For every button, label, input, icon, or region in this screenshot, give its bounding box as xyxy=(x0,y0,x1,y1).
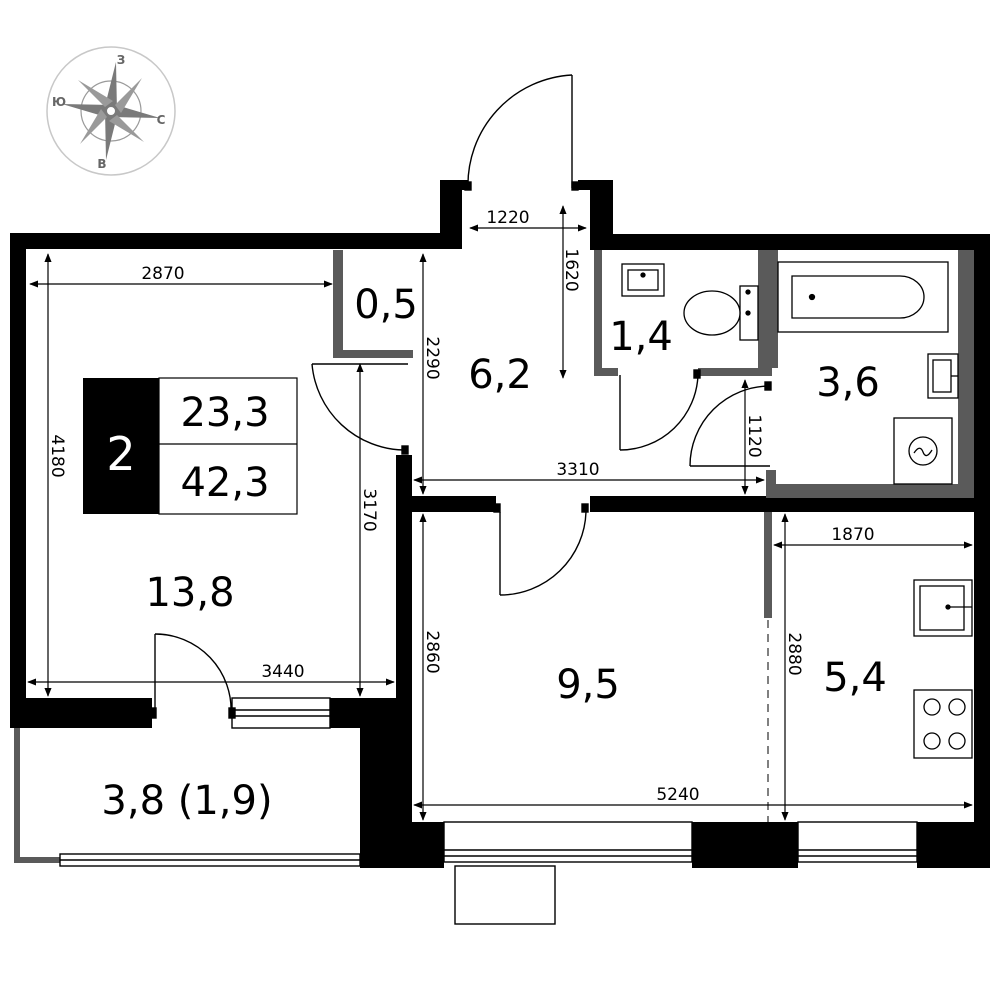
dim-hall-depth: 1620 xyxy=(561,248,581,291)
dim-kitchen-width: 1870 xyxy=(831,525,874,545)
area-bedroom: 9,5 xyxy=(556,662,620,708)
dim-living-bottom-width: 3440 xyxy=(261,662,304,682)
kitchen-sink-icon xyxy=(913,579,973,637)
area-kitchen: 5,4 xyxy=(823,655,887,701)
stove-icon xyxy=(913,689,973,759)
dim-bedroom-height: 2860 xyxy=(422,630,442,673)
washing-machine-icon xyxy=(893,417,953,485)
bedroom-bay xyxy=(454,865,556,925)
toilet-sink-icon xyxy=(621,263,665,297)
wc-icon xyxy=(683,285,759,341)
compass: З В С Ю xyxy=(46,46,176,176)
apartment-summary: 2 23,3 42,3 xyxy=(83,377,298,515)
windows xyxy=(59,697,918,925)
compass-east-label: С xyxy=(157,113,166,127)
dim-living-inner-height: 3170 xyxy=(359,488,379,531)
dim-entry-width: 1220 xyxy=(486,208,529,228)
window-balcony xyxy=(59,853,361,867)
area-toilet: 1,4 xyxy=(609,314,673,360)
dim-hall-height: 2290 xyxy=(422,336,442,379)
dimension-labels: 1220 1620 2870 4180 2290 3170 3440 3310 … xyxy=(47,208,875,805)
partitions xyxy=(14,250,974,863)
dim-living-width: 2870 xyxy=(141,264,184,284)
compass-ring xyxy=(46,46,176,176)
dim-kitchen-height: 2880 xyxy=(784,632,804,675)
window-living xyxy=(231,697,331,729)
dimension-lines xyxy=(27,205,973,821)
compass-west-label: Ю xyxy=(52,95,66,109)
compass-north-label: З xyxy=(117,53,126,67)
rooms-count: 2 xyxy=(106,427,135,481)
bathroom-sink-icon xyxy=(927,353,959,399)
rooms-badge xyxy=(83,378,159,514)
window-bedroom xyxy=(443,821,693,863)
entry-door xyxy=(464,74,579,191)
bathroom-door xyxy=(689,381,772,467)
total-area-value: 42,3 xyxy=(180,460,269,506)
walls xyxy=(10,180,990,868)
balcony-door xyxy=(149,633,236,719)
area-closet: 0,5 xyxy=(354,282,418,328)
fixtures xyxy=(621,261,973,759)
dim-bottom-width: 5240 xyxy=(656,785,699,805)
window-kitchen xyxy=(797,821,918,863)
area-balcony: 3,8 (1,9) xyxy=(101,778,272,824)
toilet-door xyxy=(619,369,701,451)
compass-south-label: В xyxy=(97,157,106,171)
bathtub-icon xyxy=(777,261,949,333)
dim-bath-door: 1120 xyxy=(744,414,764,457)
compass-rose-icon xyxy=(62,62,160,160)
dim-corridor-width: 3310 xyxy=(556,460,599,480)
area-living-room: 13,8 xyxy=(145,570,234,616)
bedroom-door xyxy=(493,503,589,596)
area-hall: 6,2 xyxy=(468,352,532,398)
area-bathroom: 3,6 xyxy=(816,360,880,406)
dim-living-height: 4180 xyxy=(47,434,67,477)
living-area-value: 23,3 xyxy=(180,390,269,436)
room-areas: 13,8 0,5 6,2 1,4 3,6 9,5 5,4 3,8 (1,9) xyxy=(101,282,886,824)
